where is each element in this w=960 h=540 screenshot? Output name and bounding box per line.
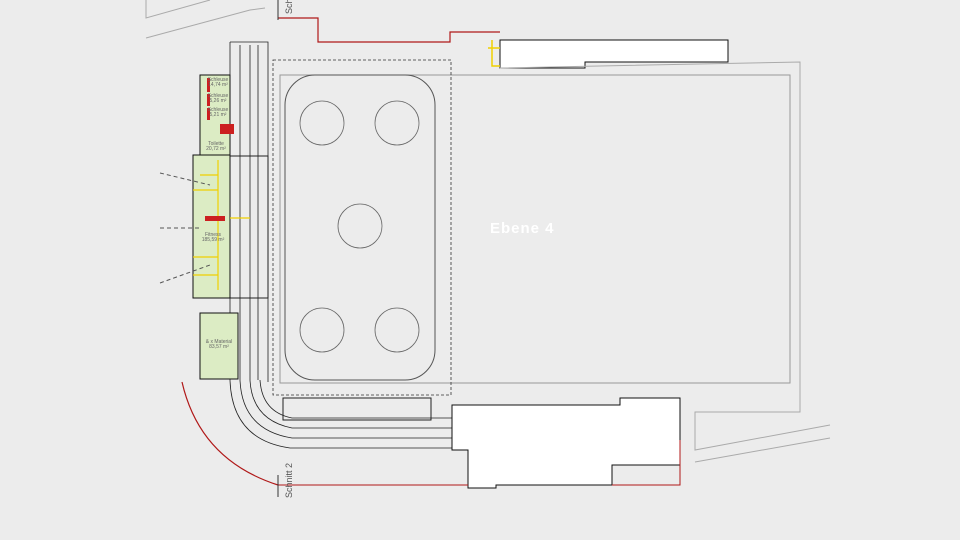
ice-rink (284, 74, 436, 381)
room-area: 83,57 m² (209, 344, 229, 350)
room-name: & x Material (205, 339, 233, 345)
room-area: 20,72 m² (206, 146, 226, 152)
boundary-curve (181, 381, 279, 486)
section-label-bottom: Schnitt 2 (284, 462, 294, 498)
room-name: Schleuse (207, 107, 229, 113)
site-outline (145, 0, 266, 39)
boundary-top (278, 17, 500, 43)
room-area: 185,59 m² (201, 237, 225, 243)
hall-outline (499, 61, 831, 463)
section-label-top: Schnitt 2 (284, 0, 294, 14)
stands-block (229, 155, 269, 299)
dashed-zone (272, 59, 452, 396)
room-name: Schleuse (207, 93, 229, 99)
arrows (159, 172, 211, 284)
hall-inner (279, 74, 791, 384)
room-name: Toilette (208, 141, 224, 147)
room-name: Schleuse (207, 77, 229, 83)
red-fixtures (205, 78, 234, 221)
yellow-lines (193, 160, 250, 290)
yellow-marker (488, 40, 500, 67)
faceoff-circles (299, 100, 420, 353)
room-name: Fitness (204, 232, 222, 238)
room-area: 14,74 m² (208, 82, 228, 88)
room-area: 5,26 m² (209, 98, 227, 104)
building-bottom (451, 397, 681, 489)
level-label: Ebene 4 (490, 220, 555, 237)
boundary-bottom (278, 440, 681, 486)
stands-curve (229, 379, 452, 449)
stands-bottom (282, 397, 432, 421)
room-area: 5,21 m² (209, 112, 227, 118)
rooms (192, 74, 239, 380)
